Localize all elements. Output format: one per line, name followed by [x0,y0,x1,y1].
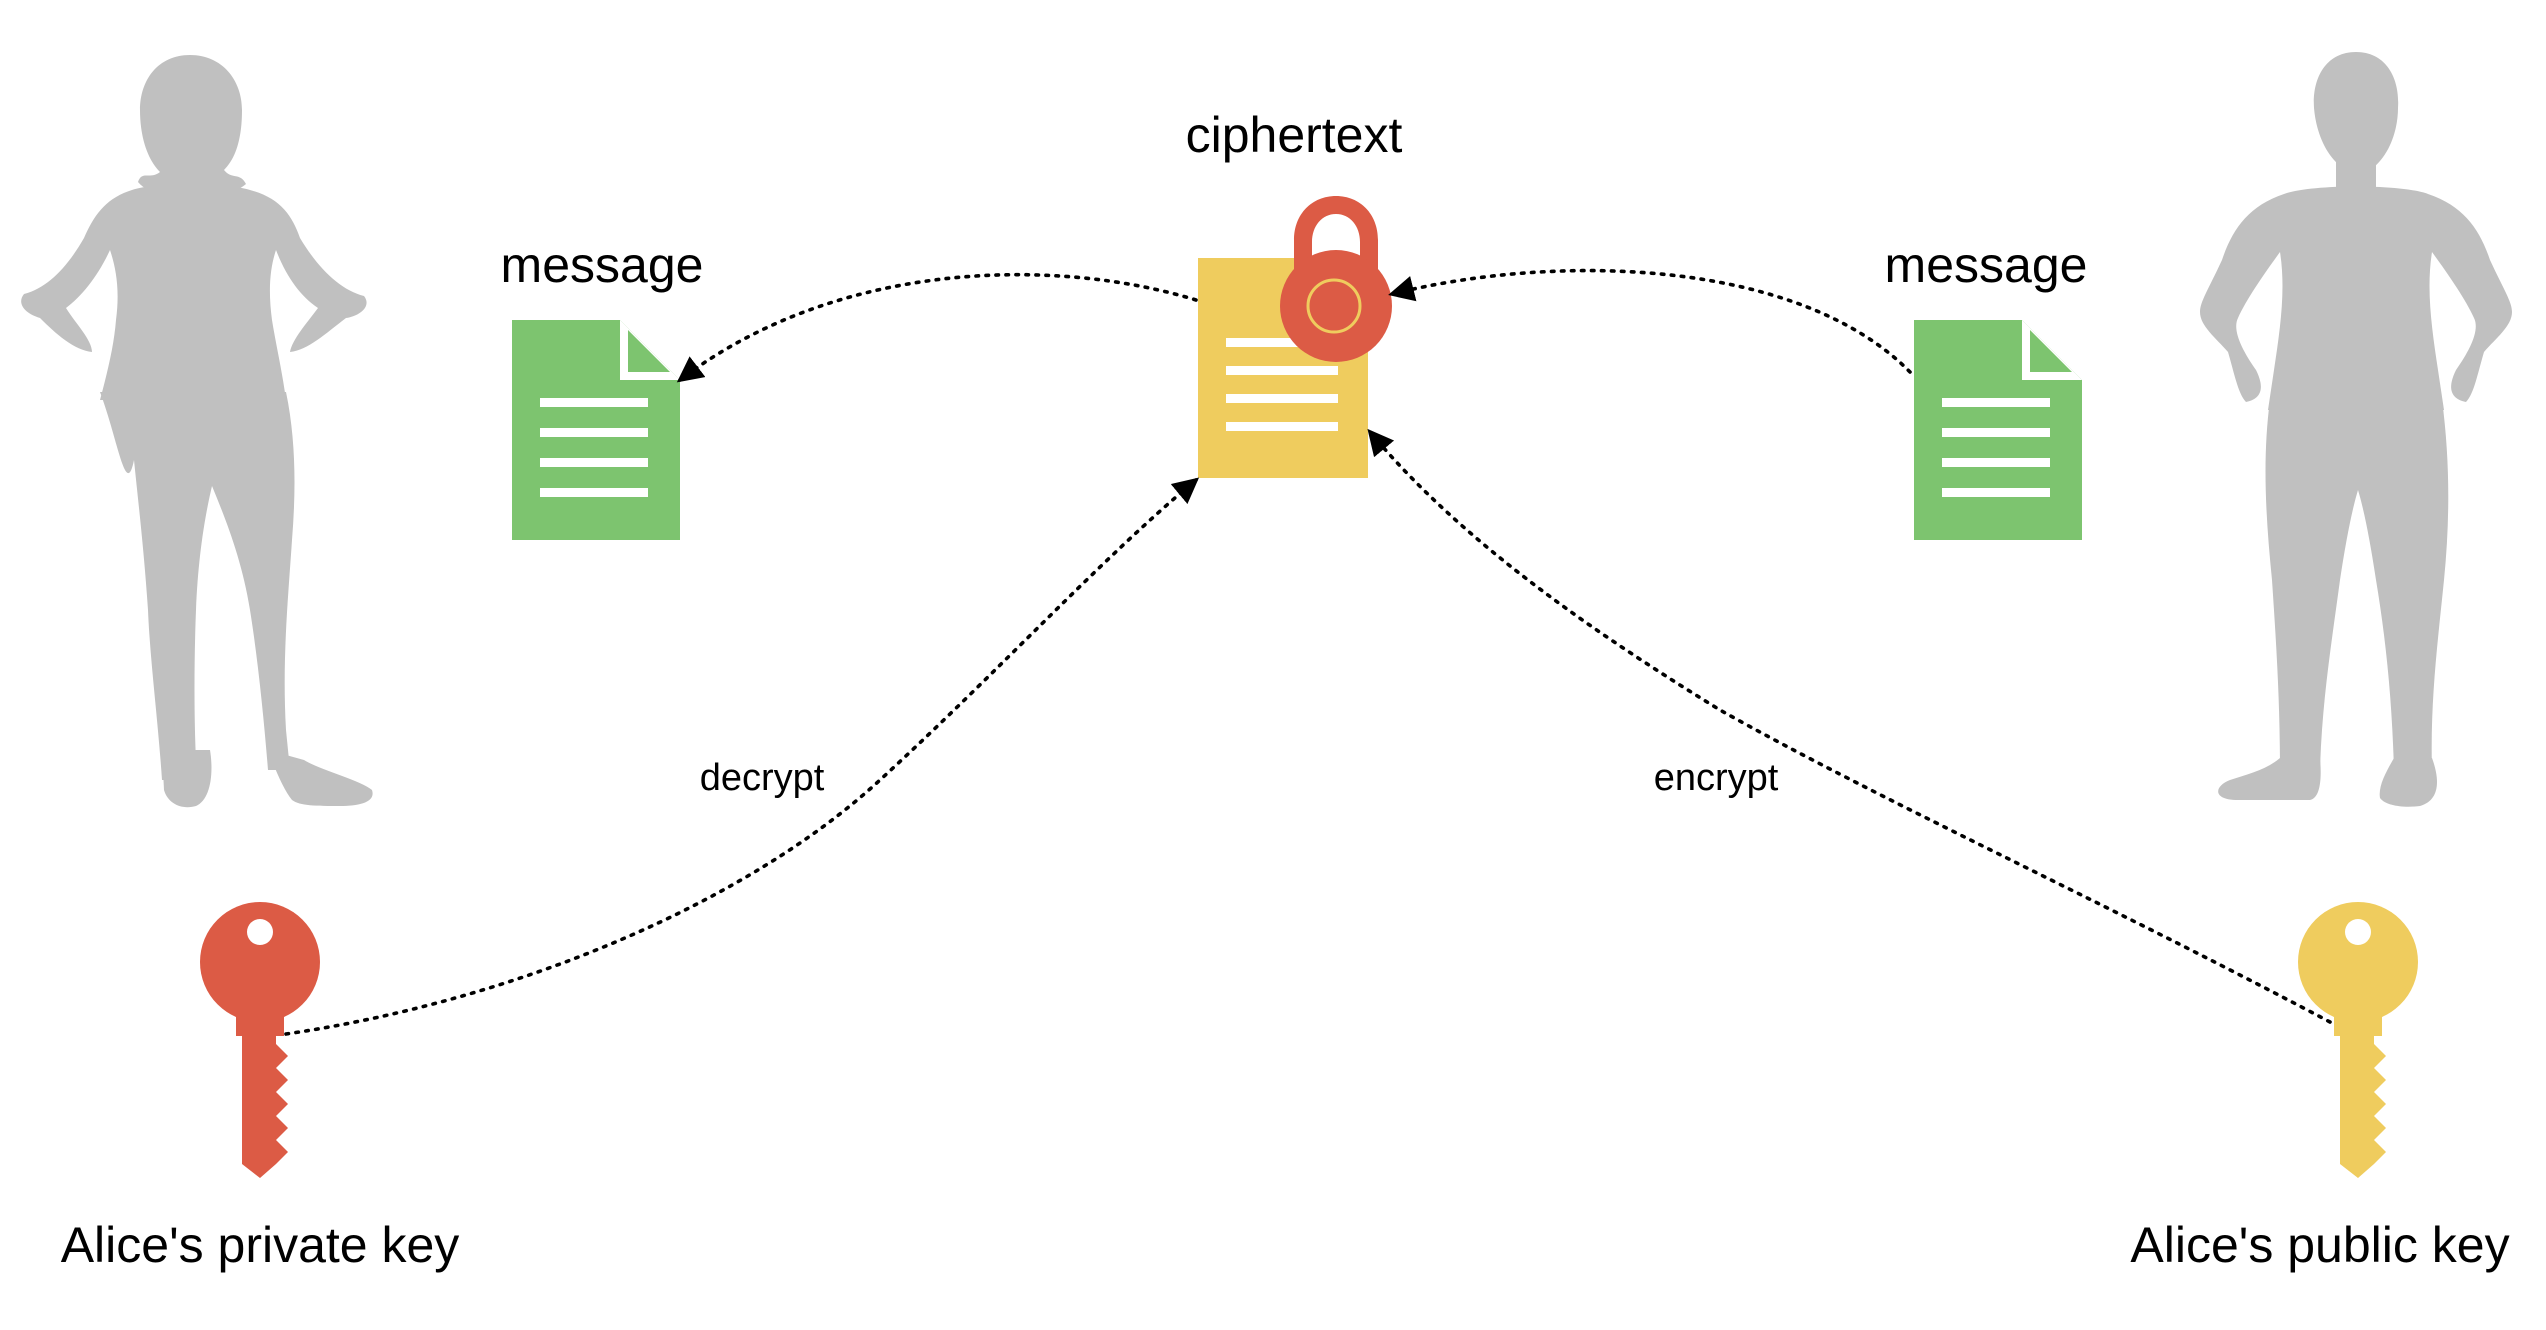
message-right-label: message [1885,237,2088,293]
message-left-label: message [501,237,704,293]
arrow-public-key-to-ciphertext [1367,428,2332,1024]
private-key-icon [200,902,320,1178]
arrow-message-right-to-lock [1388,268,1912,374]
encrypt-label: encrypt [1654,757,1779,799]
public-key-label: Alice's public key [2130,1217,2509,1273]
arrow-ciphertext-to-message-left [676,272,1198,383]
padlock-icon [1280,196,1392,362]
private-key-label: Alice's private key [61,1217,460,1273]
decrypt-label: decrypt [700,757,825,799]
woman-silhouette-icon [21,55,373,808]
message-doc-right-icon [1914,320,2082,540]
ciphertext-label: ciphertext [1186,107,1403,163]
public-key-icon [2298,902,2418,1178]
man-silhouette-icon [2200,52,2512,807]
arrow-private-key-to-ciphertext [284,477,1200,1036]
message-doc-left-icon [512,320,680,540]
